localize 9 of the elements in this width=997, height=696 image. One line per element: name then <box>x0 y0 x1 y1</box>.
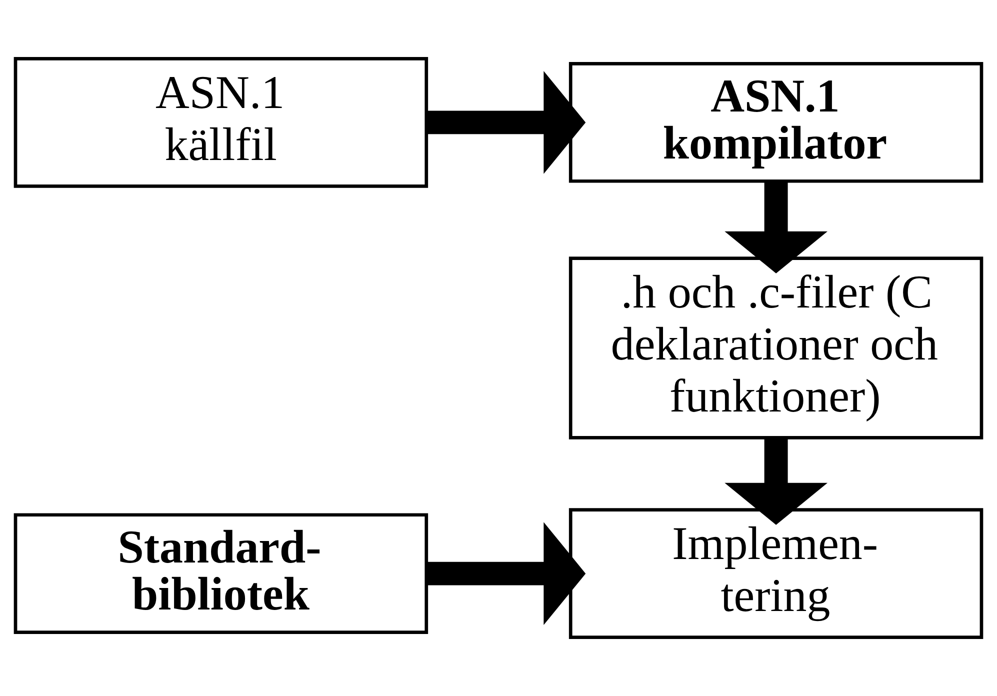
arrow <box>426 522 586 625</box>
node-box: ASN.1 källfil <box>14 57 428 188</box>
arrow <box>724 438 828 525</box>
node-box: Standard- bibliotek <box>14 513 428 634</box>
arrow <box>426 70 586 174</box>
node-box: Implemen- tering <box>568 508 984 639</box>
arrow <box>724 181 828 274</box>
node-box: ASN.1 kompilator <box>568 62 984 183</box>
node-box: .h och .c-filer (C deklarationer och funktioner) <box>568 256 984 440</box>
